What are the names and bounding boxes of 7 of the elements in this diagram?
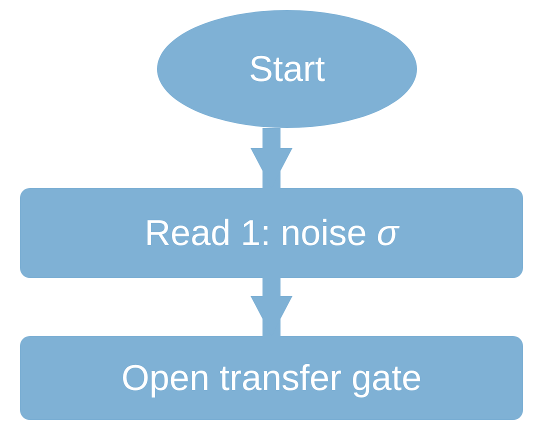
process-box [20, 188, 523, 278]
node-label: Open transfer gate [121, 357, 422, 399]
node-label: Start [248, 48, 326, 90]
node-label: Read 1: noise σ [144, 212, 398, 254]
arrow [250, 278, 292, 336]
arrow [250, 128, 292, 188]
process-box [20, 336, 523, 420]
